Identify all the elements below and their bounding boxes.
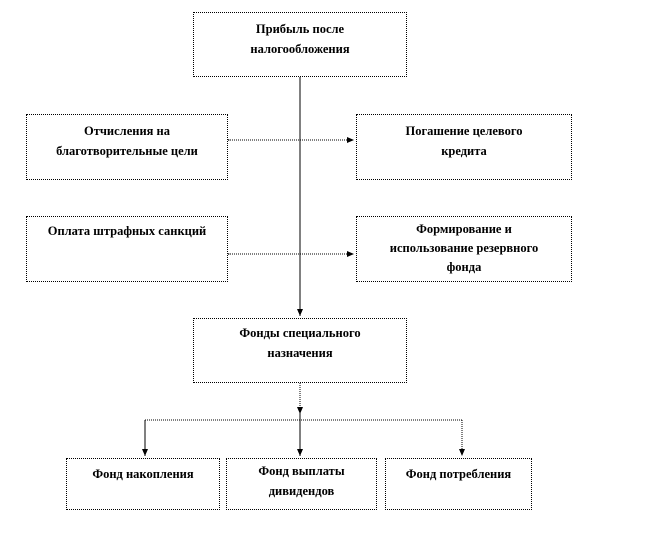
charity-line1: Отчисления на xyxy=(84,124,170,138)
fund-2-line1: Фонд потребления xyxy=(405,467,512,481)
fund-1-line1: Фонд выплаты xyxy=(258,464,345,478)
fund-0-line1: Фонд накопления xyxy=(92,467,194,481)
reserve-line2: использование резервного xyxy=(389,241,539,255)
loan-line1: Погашение целевого xyxy=(405,124,523,138)
root-line2: налогообложения xyxy=(250,42,350,56)
consumption-fund-box: Фонд потребления xyxy=(385,458,532,510)
charity-line2: благотворительные цели xyxy=(56,144,198,158)
accumulation-fund-box: Фонд накопления xyxy=(66,458,220,510)
special-line1: Фонды специального xyxy=(239,326,361,340)
fund-1-line2: дивидендов xyxy=(268,484,335,498)
penalties-box: Оплата штрафных санкций xyxy=(26,216,228,282)
loan-repayment-box: Погашение целевого кредита xyxy=(356,114,572,180)
dividend-fund-box: Фонд выплаты дивидендов xyxy=(226,458,377,510)
reserve-line3: фонда xyxy=(446,260,482,274)
root-box: Прибыль после налогообложения xyxy=(193,12,407,77)
loan-line2: кредита xyxy=(441,144,487,158)
penalties-line1: Оплата штрафных санкций xyxy=(47,224,207,238)
charity-box: Отчисления на благотворительные цели xyxy=(26,114,228,180)
root-line1: Прибыль после xyxy=(255,22,345,36)
special-line2: назначения xyxy=(267,346,333,360)
special-funds-box: Фонды специального назначения xyxy=(193,318,407,383)
reserve-fund-box: Формирование и использование резервного … xyxy=(356,216,572,282)
reserve-line1: Формирование и xyxy=(416,222,512,236)
